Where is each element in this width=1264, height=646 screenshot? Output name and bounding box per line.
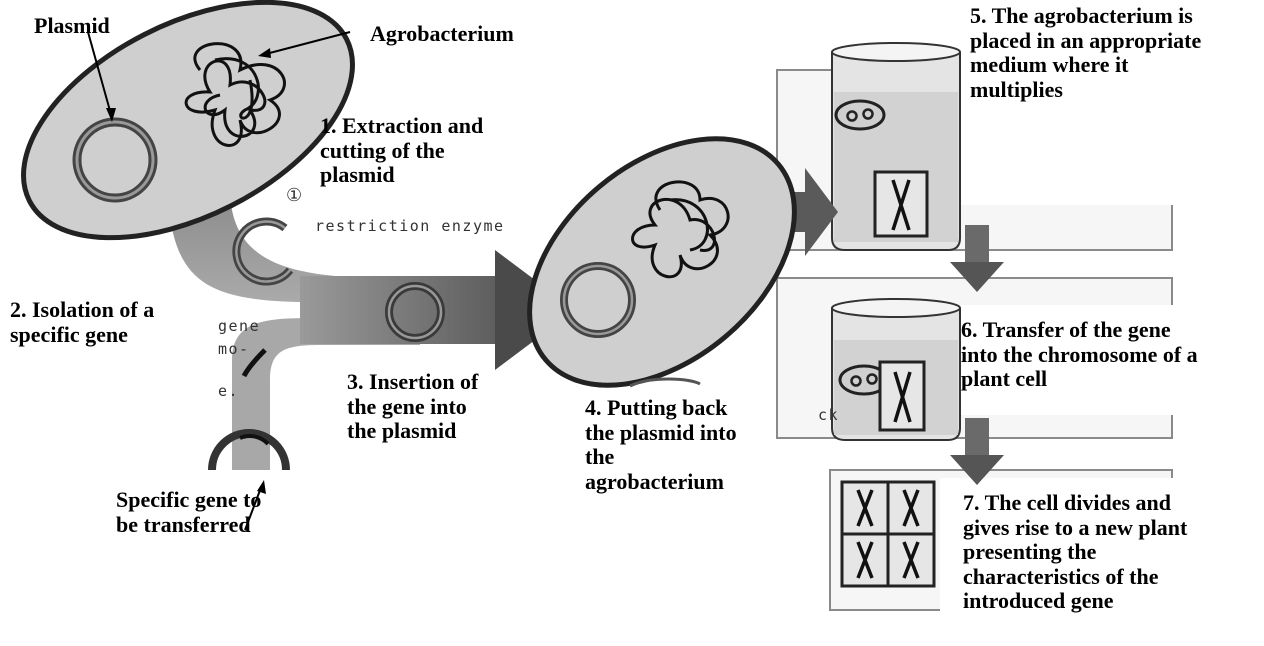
agrobacterium-label: Agrobacterium	[370, 22, 514, 47]
plasmid-label: Plasmid	[34, 14, 110, 39]
gene-fragment-label: gene	[218, 317, 260, 335]
beaker-step-5	[832, 43, 960, 250]
restriction-enzyme-label: restriction enzyme	[315, 217, 505, 235]
circled-one: ①	[286, 185, 304, 206]
agrobacterium-icon	[836, 101, 884, 129]
beaker-step-6	[832, 299, 960, 440]
mo-fragment-label: mo-	[218, 340, 250, 358]
e-fragment-label: e.	[218, 382, 239, 400]
ck-fragment-label: ck	[818, 406, 839, 424]
dividing-cells	[842, 482, 934, 586]
